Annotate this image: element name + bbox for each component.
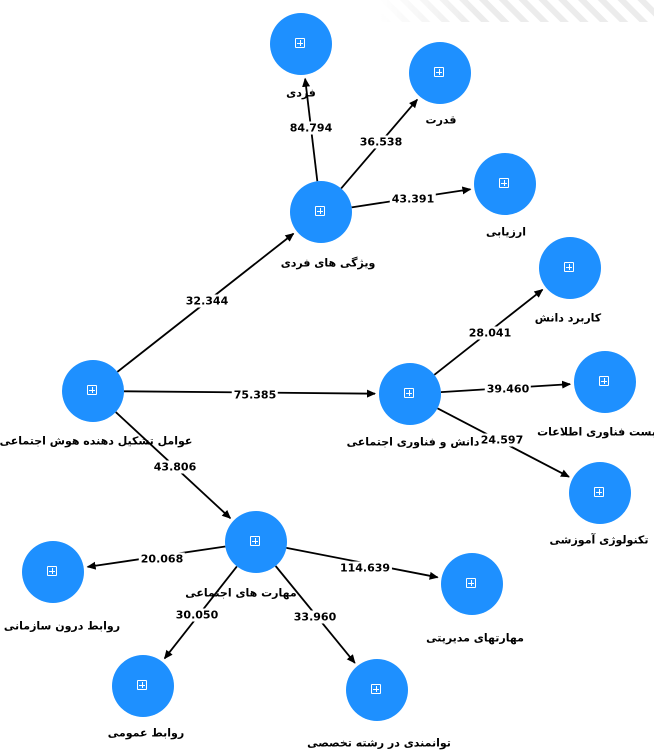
node-edutech[interactable]	[569, 462, 631, 524]
expand-icon	[404, 388, 414, 398]
node-expert[interactable]	[346, 659, 408, 721]
expand-icon	[371, 684, 381, 694]
hatch-pattern-band	[380, 0, 654, 22]
node-label-itmgmt: کاربست فناوری اطلاعات	[537, 425, 654, 439]
edge-label-social-public: 30.050	[173, 608, 221, 622]
node-social[interactable]	[225, 511, 287, 573]
node-arzyabi[interactable]	[474, 153, 536, 215]
expand-icon	[137, 680, 147, 690]
expand-icon	[295, 38, 305, 48]
expand-icon	[499, 178, 509, 188]
expand-icon	[87, 385, 97, 395]
node-label-public: روابط عمومی	[107, 726, 185, 740]
node-label-social: مهارت های اجتماعی	[185, 586, 297, 600]
node-label-edutech: تکنولوژی آموزشی	[549, 533, 649, 547]
expand-icon	[466, 578, 476, 588]
expand-icon	[594, 487, 604, 497]
node-label-core: عوامل تشکیل دهنده هوش اجتماعی	[0, 434, 193, 448]
edge-label-social-mgmt: 114.639	[337, 561, 393, 575]
edge-label-core-social: 43.806	[151, 460, 199, 474]
node-itmgmt[interactable]	[574, 351, 636, 413]
edge-label-knowledge-karbord: 28.041	[466, 326, 514, 340]
node-knowledge[interactable]	[379, 363, 441, 425]
edge-label-personal-ghodrat: 36.538	[357, 135, 405, 149]
node-label-knowledge: دانش و فناوری اجتماعی	[346, 435, 480, 449]
node-label-ghodrat: قدرت	[425, 113, 457, 127]
edge-label-core-knowledge: 75.385	[231, 388, 279, 402]
expand-icon	[434, 67, 444, 77]
edge-label-social-expert: 33.960	[291, 610, 339, 624]
node-personal[interactable]	[290, 181, 352, 243]
edge-label-social-internal: 20.068	[138, 552, 186, 566]
node-label-arzyabi: ارزیابی	[486, 225, 526, 239]
expand-icon	[47, 566, 57, 576]
expand-icon	[250, 536, 260, 546]
node-label-internal: روابط درون سازمانی	[3, 619, 121, 633]
node-fardi[interactable]	[270, 13, 332, 75]
edge-label-personal-fardi: 84.794	[287, 121, 335, 135]
node-ghodrat[interactable]	[409, 42, 471, 104]
node-label-fardi: فردی	[286, 86, 316, 100]
node-core[interactable]	[62, 360, 124, 422]
node-label-karbord: کاربرد دانش	[534, 311, 602, 325]
expand-icon	[564, 262, 574, 272]
node-public[interactable]	[112, 655, 174, 717]
node-internal[interactable]	[22, 541, 84, 603]
edge-label-knowledge-itmgmt: 39.460	[484, 382, 532, 396]
expand-icon	[315, 206, 325, 216]
expand-icon	[599, 376, 609, 386]
edge-label-core-personal: 32.344	[183, 294, 231, 308]
node-karbord[interactable]	[539, 237, 601, 299]
node-label-mgmt: مهارتهای مدیریتی	[426, 631, 524, 645]
node-label-personal: ویژگی های فردی	[280, 256, 376, 270]
node-mgmt[interactable]	[441, 553, 503, 615]
edge-label-personal-arzyabi: 43.391	[389, 192, 437, 206]
node-label-expert: توانمندی در رشته تخصصی	[307, 736, 451, 750]
edge-label-knowledge-edutech: 24.597	[478, 433, 526, 447]
